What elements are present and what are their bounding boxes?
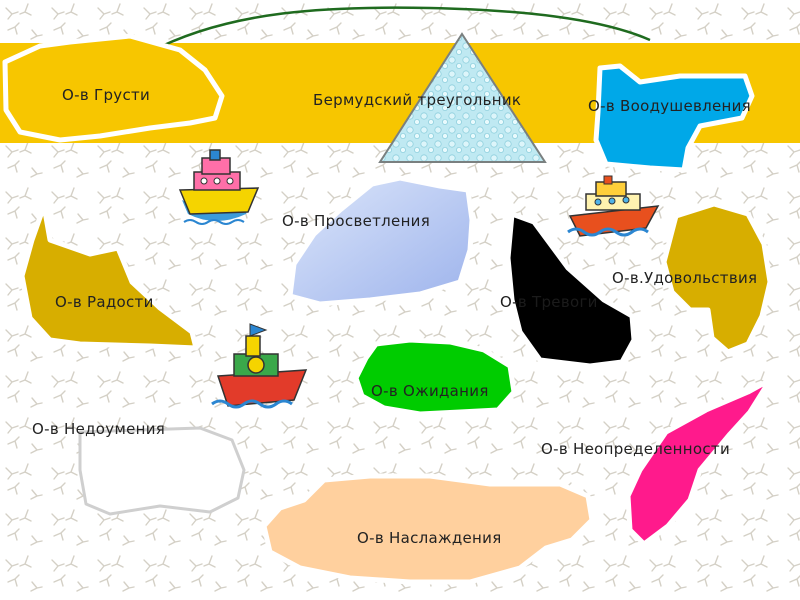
island-inspiration xyxy=(593,63,755,173)
island-bewilderment xyxy=(78,426,246,516)
island-joy xyxy=(19,203,199,351)
label-pleasure: О-в Наслаждения xyxy=(357,529,502,547)
label-inspiration: О-в Воодушевления xyxy=(588,97,752,115)
island-pleasure xyxy=(261,473,595,585)
island-uncertainty xyxy=(625,377,773,547)
label-bewilderment: О-в Недоумения xyxy=(32,420,166,438)
boat-icon xyxy=(211,323,308,409)
route-line xyxy=(149,6,651,54)
island-sadness xyxy=(2,33,225,143)
island-anxiety xyxy=(505,211,637,369)
island-expectation xyxy=(353,337,517,417)
label-anxiety: О-в Тревоги xyxy=(500,293,598,311)
bermuda-triangle xyxy=(378,32,547,163)
label-bermuda-triangle: Бермудский треугольник xyxy=(313,91,522,109)
label-sadness: О-в Грусти xyxy=(62,86,151,104)
label-expectation: О-в Ожидания xyxy=(371,382,489,400)
label-satisfaction: О-в.Удовольствия xyxy=(612,269,758,287)
label-uncertainty: О-в Неопределенности xyxy=(541,440,731,458)
island-enlightenment xyxy=(287,175,475,307)
island-satisfaction xyxy=(661,201,773,355)
ship-icon xyxy=(567,175,660,237)
ship-icon xyxy=(178,149,260,225)
label-enlightenment: О-в Просветления xyxy=(282,212,431,230)
label-joy: О-в Радости xyxy=(55,293,154,311)
